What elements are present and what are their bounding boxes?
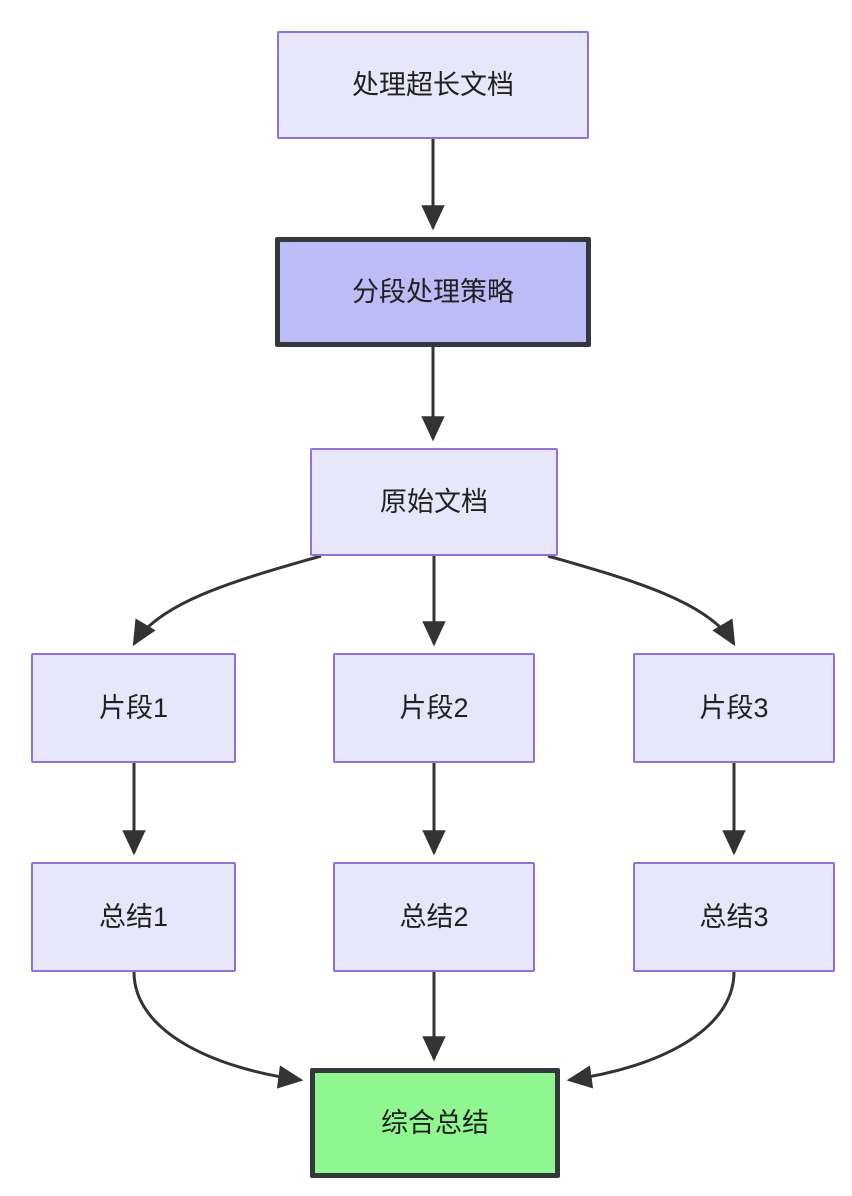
node-label: 总结1 (98, 901, 169, 932)
edge-n7-n10 (132, 971, 304, 1089)
edge-n3-n6 (547, 554, 736, 647)
node-label: 处理超长文档 (352, 69, 514, 100)
edge-n3-n4 (132, 554, 322, 647)
node-fragment-1[interactable]: 片段1 (31, 653, 236, 763)
node-summary-1[interactable]: 总结1 (31, 862, 236, 972)
node-label: 总结3 (699, 901, 769, 932)
node-label: 综合总结 (381, 1107, 489, 1138)
node-fragment-2[interactable]: 片段2 (333, 653, 535, 763)
node-fragment-3[interactable]: 片段3 (633, 653, 835, 763)
node-chunked-processing-strategy[interactable]: 分段处理策略 (275, 237, 591, 347)
node-label: 原始文档 (380, 486, 488, 517)
node-label: 片段2 (399, 692, 469, 723)
node-label: 片段1 (98, 692, 169, 723)
node-summary-3[interactable]: 总结3 (633, 862, 835, 972)
node-label: 总结2 (399, 901, 469, 932)
node-label: 分段处理策略 (352, 276, 514, 307)
node-summary-2[interactable]: 总结2 (333, 862, 535, 972)
node-process-long-document[interactable]: 处理超长文档 (277, 31, 589, 139)
node-comprehensive-summary[interactable]: 综合总结 (310, 1068, 560, 1178)
node-label: 片段3 (699, 692, 769, 723)
edge-n9-n10 (566, 971, 736, 1089)
node-original-document[interactable]: 原始文档 (310, 448, 558, 556)
